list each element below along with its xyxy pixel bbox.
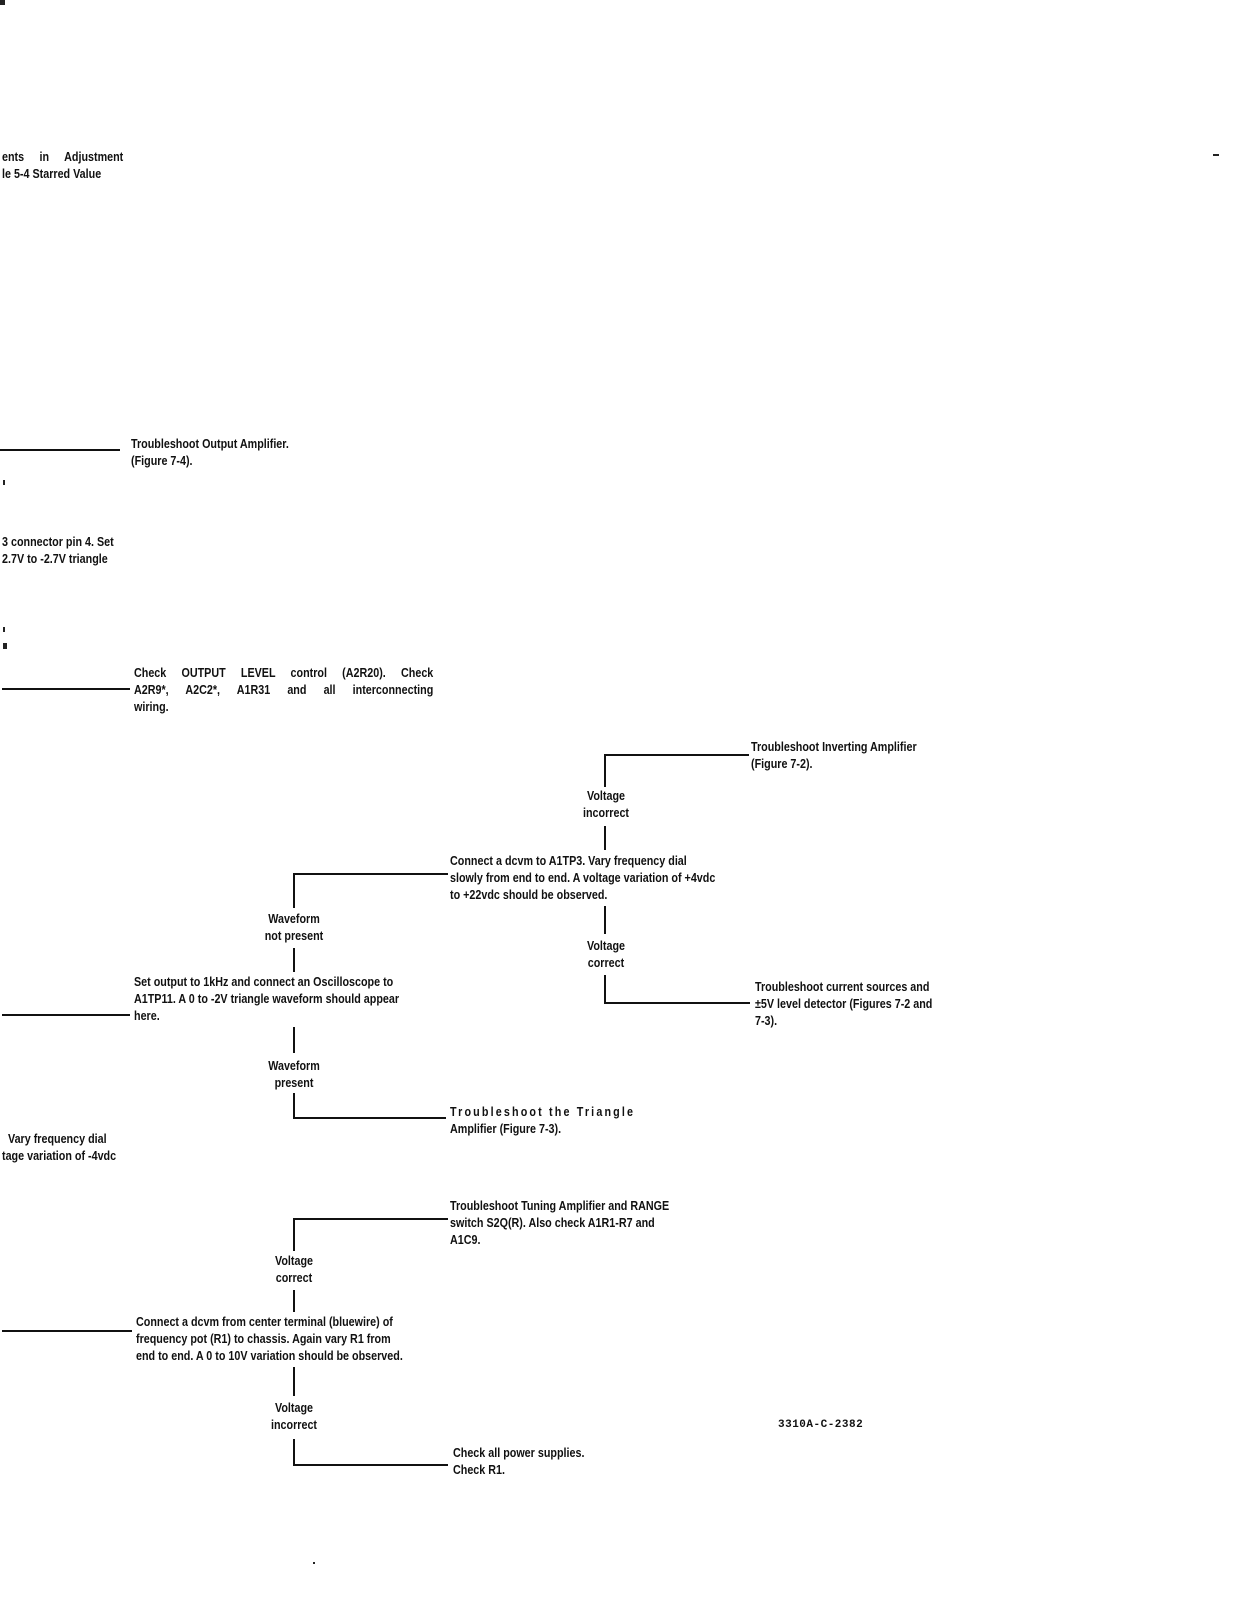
connector-tuning-v xyxy=(293,1218,295,1251)
connector-pin-fragment: 3 connector pin 4. Set 2.7V to -2.7V tri… xyxy=(2,535,114,566)
adjustment-fragment: ents in Adjustment xyxy=(2,150,124,164)
scan-mark-right xyxy=(1213,154,1219,156)
connector-triangle-h xyxy=(293,1117,446,1119)
connector-freq-pot-down xyxy=(293,1367,295,1396)
connect-dcvm-a1tp3-box: Connect a dcvm to A1TP3. Vary frequency … xyxy=(450,854,716,902)
connector-a1tp3-down xyxy=(604,906,606,934)
voltage-variation-fragment: tage variation of -4vdc xyxy=(2,1149,117,1163)
troubleshoot-inverting-amplifier-box: Troubleshoot Inverting Amplifier (Figure… xyxy=(751,740,917,771)
connector-tuning-h xyxy=(293,1218,448,1220)
scan-mark-bottom xyxy=(313,1562,315,1564)
starred-value-fragment: le 5-4 Starred Value xyxy=(2,167,102,181)
connector-a1tp11-down xyxy=(293,1027,295,1053)
connector-current-sources-v xyxy=(604,975,606,1003)
connector-a1tp3-up xyxy=(604,826,606,850)
connector-a1tp11-up xyxy=(293,948,295,972)
connector-power-v xyxy=(293,1439,295,1465)
check-output-level-box: Check OUTPUT LEVEL control (A2R20). Chec… xyxy=(134,666,434,714)
branch-label-waveform-not-present: Waveform not present xyxy=(264,912,324,943)
branch-label-voltage-correct-upper: Voltage correct xyxy=(586,939,626,970)
scan-mark-left-3 xyxy=(3,643,7,649)
branch-label-voltage-correct-lower: Voltage correct xyxy=(274,1254,314,1285)
connector-a1tp3-left-v xyxy=(293,873,295,908)
connector-a1tp3-left-h xyxy=(293,873,448,875)
scan-mark-left-1 xyxy=(3,480,5,485)
connector-triangle-v xyxy=(293,1093,295,1118)
connect-dcvm-frequency-pot-box: Connect a dcvm from center terminal (blu… xyxy=(136,1315,403,1363)
branch-label-voltage-incorrect-lower: Voltage incorrect xyxy=(270,1401,318,1432)
connector-a1tp11-left xyxy=(2,1014,130,1016)
scan-mark-top-left xyxy=(0,0,5,5)
connector-freq-pot-up xyxy=(293,1290,295,1312)
troubleshoot-output-amplifier-box: Troubleshoot Output Amplifier. (Figure 7… xyxy=(131,437,289,468)
check-power-supplies-box: Check all power supplies. Check R1. xyxy=(453,1446,585,1477)
figure-code: 3310A-C-2382 xyxy=(778,1419,864,1431)
troubleshoot-triangle-amplifier-box: Troubleshoot the Triangle Amplifier (Fig… xyxy=(450,1105,636,1136)
branch-label-waveform-present: Waveform present xyxy=(268,1059,320,1090)
connector-freq-pot-left xyxy=(2,1330,132,1332)
connector-power-h xyxy=(293,1464,448,1466)
connector-output-level xyxy=(2,688,130,690)
troubleshoot-current-sources-box: Troubleshoot current sources and ±5V lev… xyxy=(755,980,933,1028)
set-output-oscilloscope-a1tp11-box: Set output to 1kHz and connect an Oscill… xyxy=(134,975,400,1023)
scan-mark-left-2 xyxy=(3,627,5,632)
connector-inverting-amplifier-h xyxy=(604,754,749,756)
connector-current-sources-h xyxy=(604,1002,750,1004)
connector-inverting-amplifier-v xyxy=(604,754,606,787)
troubleshoot-tuning-amplifier-box: Troubleshoot Tuning Amplifier and RANGE … xyxy=(450,1199,670,1247)
connector-output-amplifier xyxy=(0,449,120,451)
branch-label-voltage-incorrect-upper: Voltage incorrect xyxy=(582,789,630,820)
vary-frequency-fragment: Vary frequency dial xyxy=(8,1132,107,1146)
